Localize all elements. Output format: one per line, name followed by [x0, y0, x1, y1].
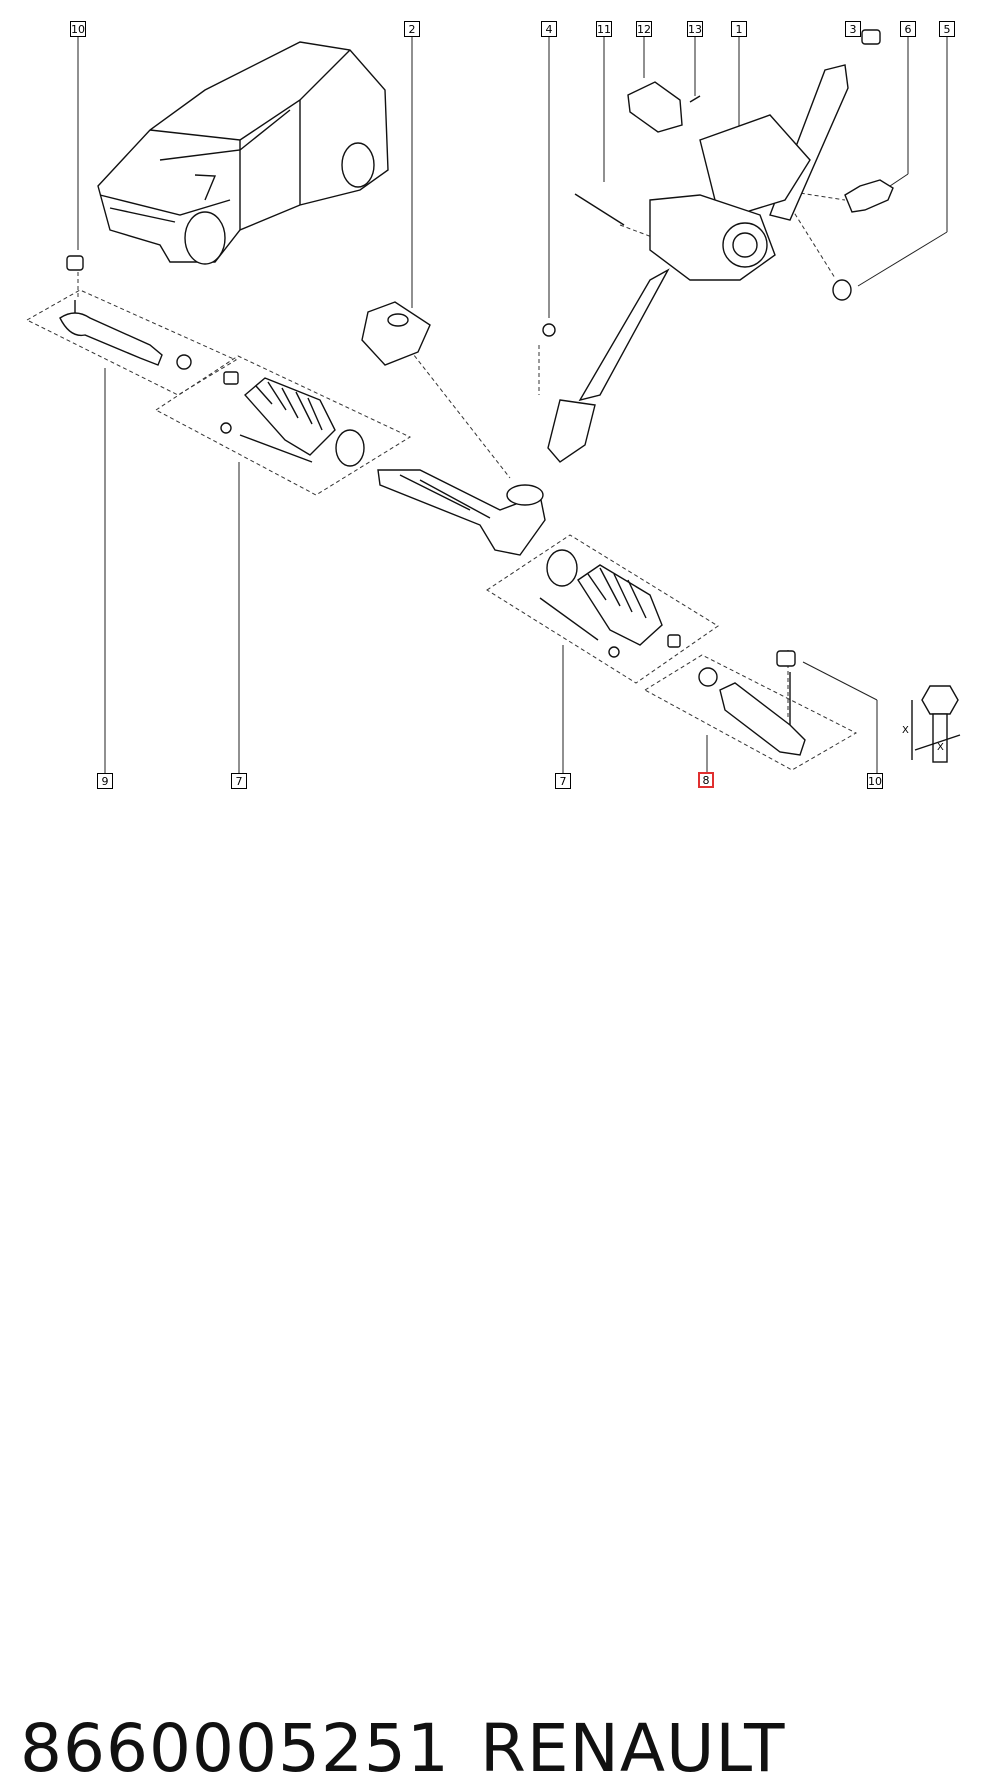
callout-13: 13 — [687, 21, 703, 37]
tie-rod-end-right — [698, 650, 806, 756]
callout-10-top-left: 10 — [70, 21, 86, 37]
vehicle-illustration — [97, 41, 389, 265]
bellows-kit-right — [539, 549, 681, 658]
steering-column — [547, 29, 881, 463]
exploded-parts-diagram: 10 2 4 11 12 13 1 3 6 5 9 7 7 8 10 X X — [0, 0, 1000, 850]
fastener-parts — [542, 81, 894, 337]
callout-3: 3 — [845, 21, 861, 37]
brand-text: RENAULT — [480, 1710, 786, 1787]
rack-mount-bush — [361, 301, 431, 366]
dimension-label-vertical: X — [902, 725, 909, 736]
bolt-dimension-sketch — [911, 685, 961, 763]
callout-4: 4 — [541, 21, 557, 37]
callout-7-left: 7 — [231, 773, 247, 789]
callout-12: 12 — [636, 21, 652, 37]
callout-1: 1 — [731, 21, 747, 37]
part-number-text: 8660005251 — [20, 1710, 450, 1787]
leader-lines — [77, 37, 948, 773]
tie-rod-end-left — [59, 255, 239, 385]
callout-7-right: 7 — [555, 773, 571, 789]
callout-11: 11 — [596, 21, 612, 37]
dimension-label-horizontal: X — [937, 742, 944, 753]
callout-9: 9 — [97, 773, 113, 789]
steering-rack — [377, 469, 546, 556]
callout-5: 5 — [939, 21, 955, 37]
callout-6: 6 — [900, 21, 916, 37]
callout-10-bottom-right: 10 — [867, 773, 883, 789]
callout-2: 2 — [404, 21, 420, 37]
caption-bar: 8660005251 RENAULT — [0, 852, 1000, 1787]
callout-8-highlighted[interactable]: 8 — [698, 772, 714, 788]
diagram-drawing — [25, 29, 961, 773]
bellows-kit-left — [220, 377, 365, 467]
